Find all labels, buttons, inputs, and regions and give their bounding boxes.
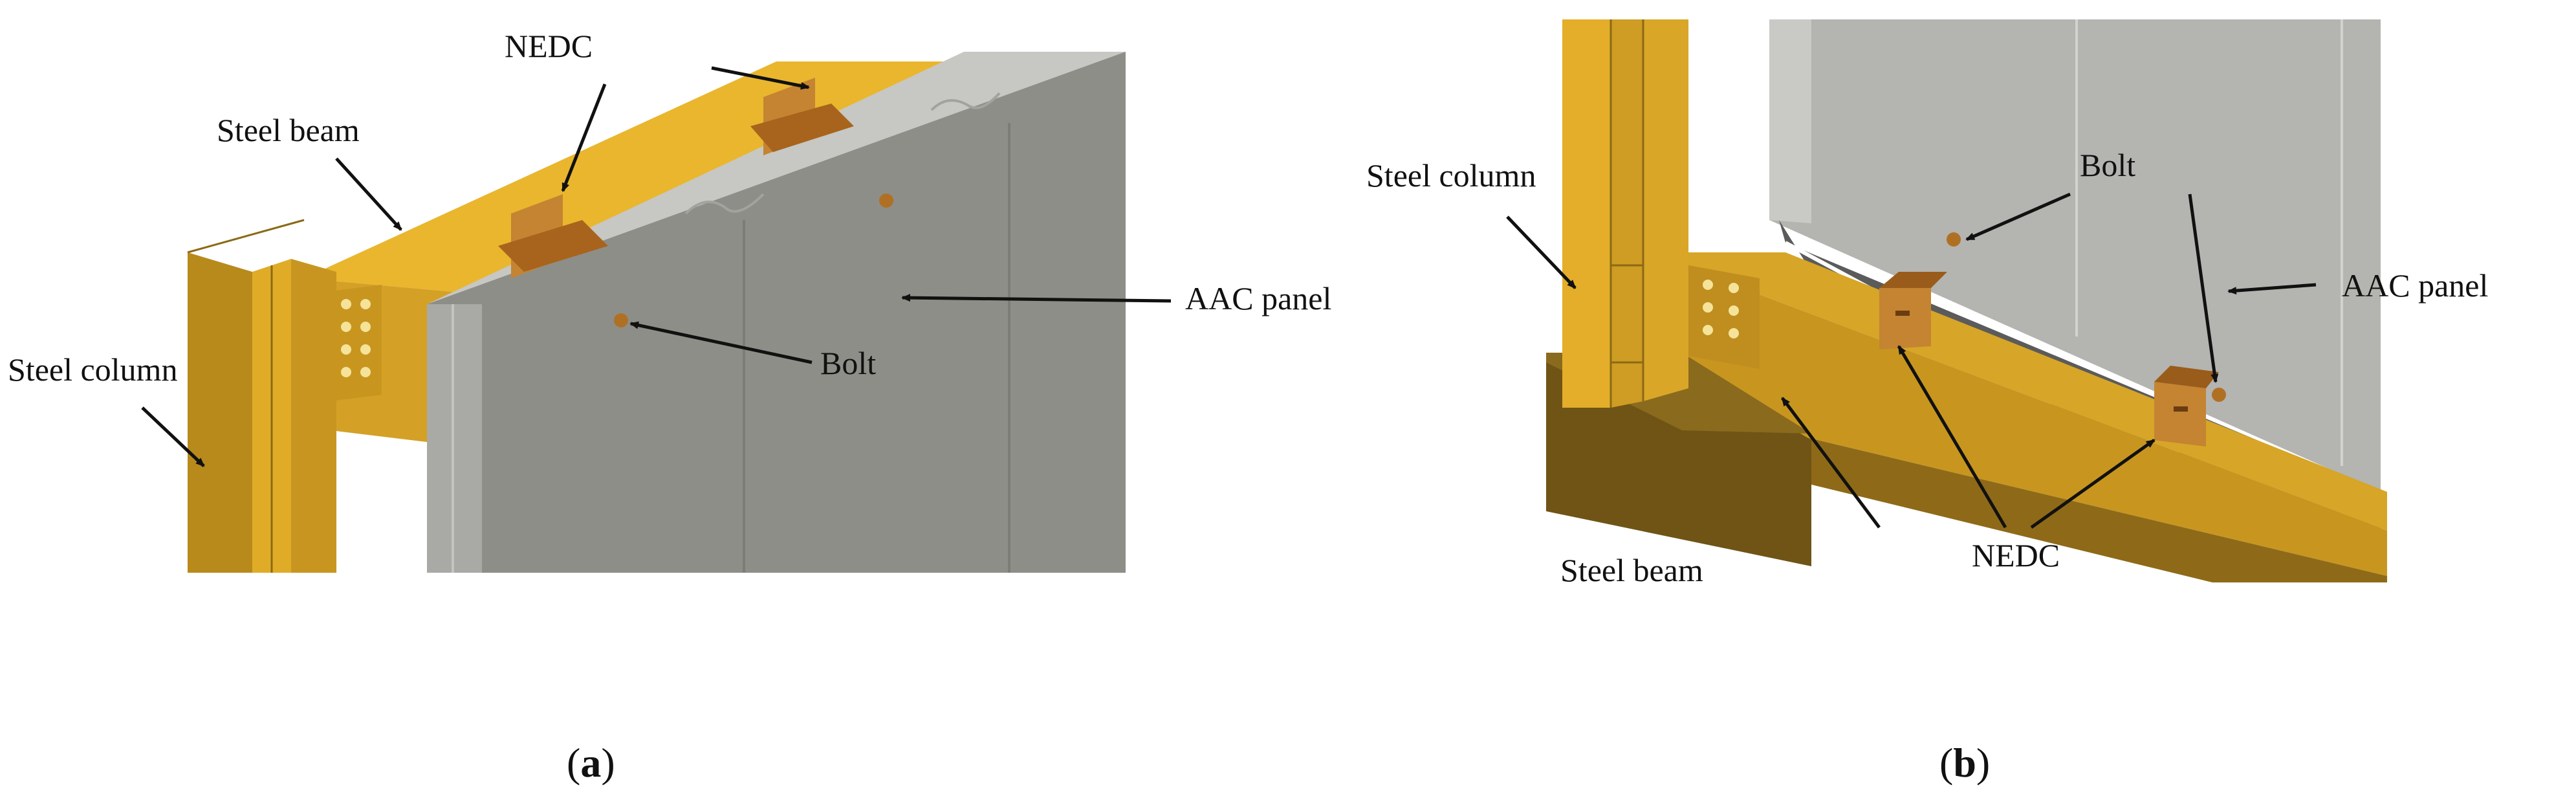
- steel-column-b-flange-right: [1643, 19, 1688, 401]
- panel-b: Steel column Bolt AAC panel Steel beam N…: [1366, 19, 2488, 786]
- label-nedc-b: NEDC: [1972, 537, 2060, 573]
- steel-column-a-flange-right: [291, 259, 336, 573]
- label-bolt-b: Bolt: [2080, 147, 2135, 183]
- nedc-connector-b1: [1879, 272, 1947, 349]
- nedc-connector-b2: [2154, 366, 2219, 447]
- nedc-connector-a1: [498, 194, 608, 278]
- label-steel-beam-a: Steel beam: [217, 112, 360, 148]
- panel-a: NEDC Steel beam Steel column AAC panel B…: [8, 28, 1331, 786]
- aac-panel-b-face: [1769, 19, 2381, 492]
- steel-beam-b-web: [1682, 265, 2387, 576]
- caption-a: (a): [567, 740, 615, 786]
- steel-beam-a-end-plate: [330, 285, 382, 401]
- bolt-a2: [879, 193, 893, 208]
- steel-beam-b-end-plate: [1688, 265, 1760, 369]
- bolt-b2: [2212, 388, 2226, 402]
- steel-beam-b-bottom-shadow: [1682, 408, 2387, 582]
- caption-b: (b): [1939, 740, 1990, 786]
- bolt-b1: [1947, 232, 1961, 247]
- nedc-connector-a2: [750, 78, 854, 155]
- label-aac-panel-b: AAC panel: [2342, 267, 2488, 304]
- steel-beam-b-top: [1682, 252, 2387, 531]
- steel-column-b-web: [1611, 19, 1643, 408]
- steel-column-a-flange-left: [188, 252, 252, 573]
- label-steel-column-a: Steel column: [8, 351, 177, 388]
- label-steel-column-b: Steel column: [1366, 157, 1536, 193]
- bolt-a1: [614, 313, 628, 327]
- beam-bolt-holes-a: [341, 299, 371, 377]
- label-nedc-a: NEDC: [505, 28, 593, 64]
- steel-column-b-flange-left: [1562, 19, 1611, 408]
- label-steel-beam-b: Steel beam: [1560, 552, 1703, 588]
- aac-panel-a-edge: [427, 304, 482, 573]
- beam-bolt-holes-b: [1703, 280, 1739, 338]
- aac-panel-b-edge: [1769, 19, 1811, 223]
- aac-panel-a-face: [427, 52, 1126, 573]
- label-bolt-a: Bolt: [820, 345, 876, 381]
- label-aac-panel-a: AAC panel: [1185, 280, 1331, 316]
